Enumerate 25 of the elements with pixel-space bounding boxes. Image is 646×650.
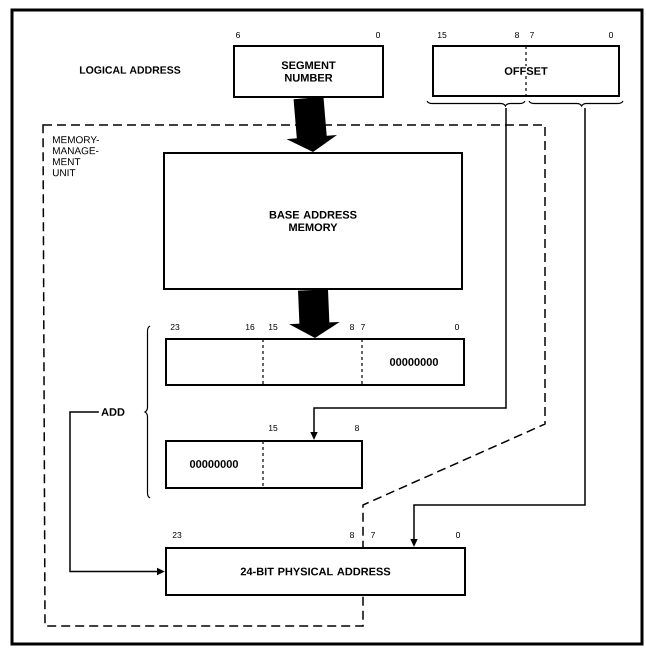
bit-number: 0 <box>608 32 614 38</box>
register-box: 00000000 <box>165 338 465 386</box>
bit-number: 23 <box>170 324 180 330</box>
register-box: SEGMENT NUMBER <box>233 45 384 98</box>
bit-number: 23 <box>172 532 182 538</box>
bit-number: 6 <box>236 32 240 38</box>
bit-number: 15 <box>268 425 278 431</box>
bit-number: 7 <box>530 32 534 38</box>
bit-number: 0 <box>456 532 460 538</box>
bit-number: 7 <box>371 532 375 538</box>
bit-number: 8 <box>355 425 359 431</box>
bit-number: 16 <box>246 324 254 330</box>
bit-number: 0 <box>376 32 380 38</box>
register-box: OFFSET <box>432 45 620 97</box>
bit-number: 7 <box>361 324 365 330</box>
bit-number: 8 <box>350 532 354 538</box>
bit-number: 15 <box>268 324 278 330</box>
bit-number: 15 <box>438 32 446 38</box>
bit-number: 8 <box>350 324 354 330</box>
bit-number: 8 <box>515 32 519 38</box>
bit-number: 0 <box>454 324 460 330</box>
memory-box: BASE ADDRESS MEMORY <box>163 152 463 290</box>
register-box: 00000000 <box>165 440 363 489</box>
add-label: ADD <box>101 408 124 416</box>
address-label: LOGICAL ADDRESS <box>80 66 180 74</box>
